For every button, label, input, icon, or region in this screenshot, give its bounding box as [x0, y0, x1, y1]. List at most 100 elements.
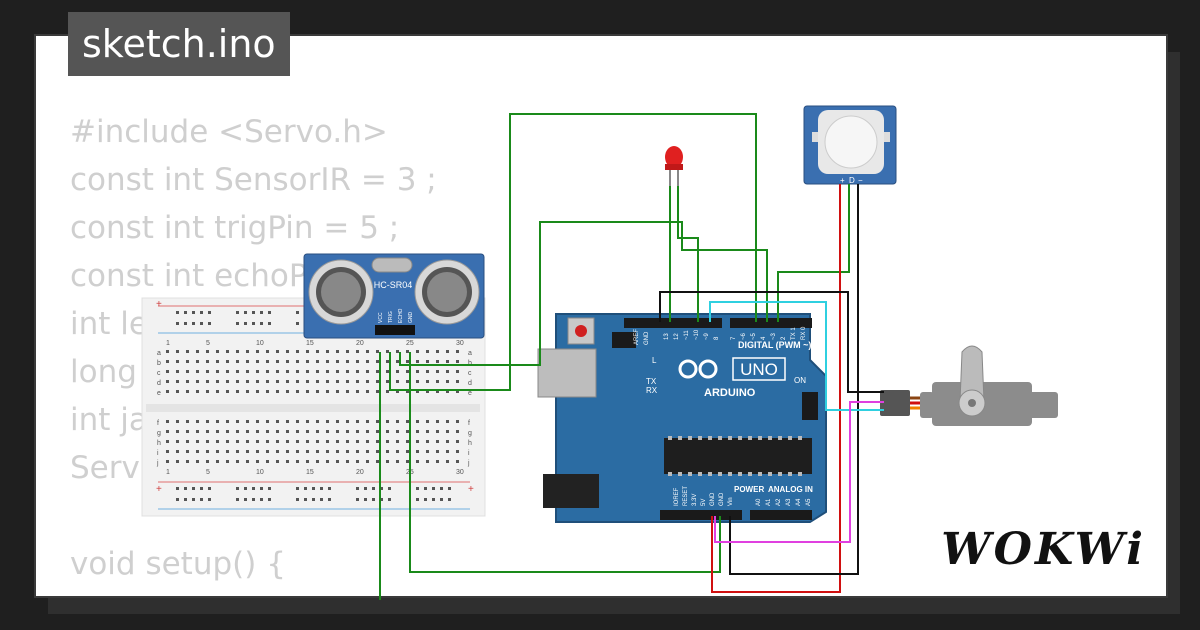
breadboard-row-letter: f: [157, 420, 159, 427]
aref-pin-label: AREF: [634, 329, 640, 345]
analog-pin-label: A4: [796, 498, 802, 506]
breadboard-row-letter-right: h: [468, 440, 472, 447]
arduino-uno-board[interactable]: DIGITAL (PWM ~) ARDUINO UNO POWER ANALOG…: [537, 313, 827, 523]
chip-pins: [668, 436, 802, 476]
breadboard-col-number: 20: [356, 340, 364, 347]
breadboard-col-number: 25: [406, 340, 414, 347]
servo-motor[interactable]: [880, 345, 1058, 426]
digital-pin-label: ~5: [751, 332, 757, 340]
wokwi-logo: WOKWi: [941, 524, 1146, 575]
breadboard-row-letter: c: [157, 370, 161, 377]
digital-header-label: DIGITAL (PWM ~): [738, 340, 811, 350]
code-line: long: [70, 354, 137, 390]
breadboard-row-letter-right: g: [468, 430, 472, 437]
digital-pin-label: 8: [714, 336, 720, 340]
arduino-model-label: UNO: [740, 360, 778, 379]
ultrasonic-pin-label: ECHO: [398, 308, 404, 323]
code-line: const int SensorIR = 3 ;: [70, 162, 437, 198]
breadboard-col-number: 5: [206, 340, 210, 347]
code-line: void setup() {: [70, 546, 286, 582]
breadboard-row-letter: i: [157, 450, 159, 457]
breadboard-col-number: 10: [256, 340, 264, 347]
ultrasonic-pin-label: TRIG: [388, 311, 394, 323]
breadboard-row-letter-right: a: [468, 350, 472, 357]
digital-pin-label: ~3: [771, 332, 777, 340]
digital-pin-label: 13: [664, 333, 670, 340]
analog-pin-label: A3: [786, 498, 792, 506]
ultrasonic-pin-labels: VCC TRIG ECHO GND: [378, 308, 414, 323]
ultrasonic-label: HC-SR04: [374, 280, 413, 290]
arduino-brand-label: ARDUINO: [704, 387, 756, 399]
breadboard-col-number-bottom: 30: [456, 469, 464, 476]
code-line: const int trigPin = 5 ;: [70, 210, 400, 246]
digital-pin-label: TX 1: [791, 327, 797, 340]
digital-pin-label: ~10: [694, 329, 700, 340]
rail-plus-label: +: [156, 299, 162, 310]
breadboard-col-number-bottom: 20: [356, 469, 364, 476]
breadboard-col-number: 1: [166, 340, 170, 347]
breadboard-col-number-bottom: 10: [256, 469, 264, 476]
rx-led-label: RX: [646, 386, 658, 395]
breadboard-col-number-bottom: 1: [166, 469, 170, 476]
pir-pin-plus: +: [840, 176, 845, 185]
sketch-title: sketch.ino: [68, 12, 290, 76]
power-pin-label: 5V: [701, 499, 707, 506]
power-pin-label: GND: [719, 492, 725, 506]
breadboard-col-number-bottom: 15: [306, 469, 314, 476]
analog-header-label: ANALOG IN: [768, 485, 813, 494]
power-pin-label: RESET: [683, 486, 689, 506]
breadboard-col-number: 30: [456, 340, 464, 347]
rail-plus-label-bottom: +: [156, 484, 162, 495]
code-line: const int echoPi: [70, 258, 316, 294]
digital-pin-label: ~11: [684, 330, 690, 340]
breadboard-row-letter-right: c: [468, 370, 472, 377]
ultrasonic-pin-label: GND: [408, 312, 414, 324]
breadboard-row-letter-right: i: [468, 450, 470, 457]
breadboard-row-letter-right: f: [468, 420, 470, 427]
breadboard-row-letter: h: [157, 440, 161, 447]
analog-pin-label: A5: [806, 498, 812, 506]
breadboard-row-letter-right: j: [467, 460, 470, 467]
breadboard-holes: [166, 311, 459, 501]
analog-pin-label: A2: [776, 498, 782, 506]
digital-pin-label: RX 0: [801, 326, 807, 340]
red-led[interactable]: [665, 146, 683, 186]
power-pin-label: IOREF: [674, 487, 680, 506]
arduino-infinity-icon: [678, 359, 718, 379]
digital-pin-label: ~6: [741, 332, 747, 340]
ultrasonic-sensor[interactable]: HC-SR04 VCC TRIG ECHO GND: [303, 253, 485, 339]
breadboard-row-letter: g: [157, 430, 161, 437]
power-pin-label: GND: [710, 492, 716, 506]
wires: [379, 113, 884, 600]
ultrasonic-pin-label: VCC: [378, 312, 384, 323]
breadboard-row-letter-right: b: [468, 360, 472, 367]
breadboard-row-letter: e: [157, 390, 161, 397]
pir-pin-d: D: [849, 176, 855, 185]
breadboard-col-number: 15: [306, 340, 314, 347]
code-line: #include <Servo.h>: [70, 114, 388, 150]
pir-pin-minus: −: [858, 176, 863, 185]
code-preview: #include <Servo.h> const int SensorIR = 3…: [70, 108, 437, 588]
digital-pin-label: 4: [761, 336, 767, 340]
digital-pin-label: 12: [674, 333, 680, 340]
breadboard-row-letter: j: [156, 460, 159, 467]
power-pin-label: Vin: [728, 497, 734, 506]
breadboard-row-letter: d: [157, 380, 161, 387]
power-header-label: POWER: [734, 485, 764, 494]
analog-pin-label: A1: [766, 498, 772, 506]
rail-plus-label-bottom-right: +: [468, 484, 474, 495]
breadboard-row-letter: b: [157, 360, 161, 367]
digital-pin-label: 2: [781, 336, 787, 340]
digital-pin-label: 7: [731, 336, 737, 340]
breadboard-row-letter: a: [157, 350, 161, 357]
breadboard-row-letter-right: e: [468, 390, 472, 397]
pir-motion-sensor[interactable]: + D −: [803, 105, 897, 185]
l-led-label: L: [652, 356, 657, 365]
tx-led-label: TX: [646, 377, 657, 386]
power-pin-label: 3.3V: [692, 494, 698, 506]
breadboard-row-letter-right: d: [468, 380, 472, 387]
